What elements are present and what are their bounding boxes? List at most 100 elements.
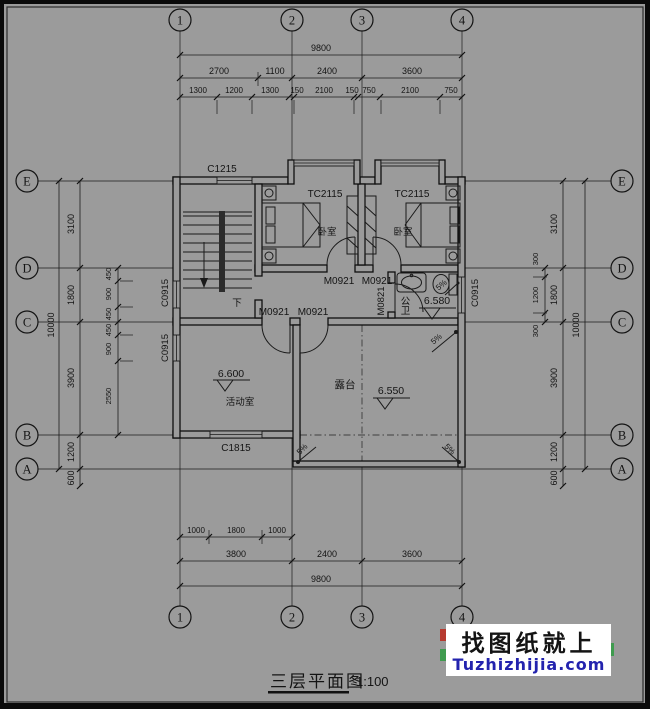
dim-top-detail: 1300 [189,86,207,95]
door-label-m0921-terrace: M0921 [298,307,329,318]
level-marks: 6.600 6.550 6.580 [213,295,456,410]
grid-row-c-left: C [23,316,31,330]
dim-top-detail: 2100 [315,86,333,95]
dim-top-detail: 2100 [401,86,419,95]
dim-bottom-span: 3600 [402,549,422,559]
dim-right-span: 600 [549,470,559,485]
room-label-terrace: 露台 [335,378,356,391]
dim-top-span: 2700 [209,66,229,76]
dim-right-detail: 300 [531,325,540,338]
window-label-tc2115-right: TC2115 [395,189,430,200]
terrace-centerlines [300,325,458,461]
window-label-c1215: C1215 [207,164,237,175]
grid-col-1-bottom: 1 [177,611,183,625]
grid-row-b-left: B [23,429,31,443]
grid-bubbles: 1 2 3 4 1 2 3 4 E D C B A E D C B A [15,8,634,629]
dim-left-span: 600 [66,470,76,485]
dim-bottom-overall: 9800 [311,574,331,584]
left-ticks [55,177,122,490]
title-block: 三层平面图 1:100 [268,672,389,694]
window-label-c0915-right: C0915 [470,279,481,307]
dim-top-detail: 1200 [225,86,243,95]
dim-top-detail: 150 [290,86,304,95]
grid-col-2-top: 2 [289,14,295,28]
watermark-green-sliver-right [610,643,614,656]
grid-row-d-left: D [22,262,31,276]
dim-left-detail: 450 [104,268,113,281]
watermark-text-url: Tuzhizhijia.com [453,655,606,674]
dim-right-overall: 10000 [571,312,581,337]
dim-top-span: 1100 [265,66,284,76]
level-terrace: 6.550 [378,385,404,397]
title-underline [268,691,349,694]
level-activity: 6.600 [218,368,244,380]
dim-left-span: 3900 [66,368,76,388]
dim-left-detail: 900 [104,343,113,356]
grid-col-1-top: 1 [177,14,183,28]
dim-left-detail: 2550 [104,388,113,405]
grid-col-4-top: 4 [459,14,466,28]
dim-left-span: 3100 [66,214,76,234]
door-label-m0921-bed1: M0921 [324,276,355,287]
dim-top-span: 3600 [402,66,422,76]
dim-right-span: 3900 [549,368,559,388]
top-ticks [176,51,466,101]
dim-bottom-detail: 1800 [227,526,245,535]
grid-row-a-right: A [617,463,626,477]
dim-bottom-span: 2400 [317,549,337,559]
window-label-c1815: C1815 [221,443,251,454]
grid-col-4-bottom: 4 [459,611,466,625]
room-label-bath: 公卫 [399,296,411,315]
staircase [183,211,252,292]
watermark-text-cn: 找图纸就上 [462,630,597,657]
windows [172,159,466,439]
window-label-c0915-left2: C0915 [160,334,171,362]
plan-labels: C1215 TC2115 TC2115 C0915 C0915 C0915 C1… [160,164,481,454]
door-label-m0821: M0821 [376,286,387,315]
dim-top-detail: 150 [345,86,359,95]
dim-left-span: 1200 [66,442,76,462]
dim-right-span: 1200 [549,442,559,462]
grid-col-3-top: 3 [359,14,365,28]
dim-top-overall: 9800 [311,43,331,53]
dim-right-detail: 1200 [531,287,540,304]
grid-row-d-right: D [617,262,626,276]
dim-right-span: 3100 [549,214,559,234]
dim-bottom-detail: 1000 [187,526,205,535]
dim-right-detail: 300 [531,253,540,266]
stair-down-label: 下 [232,298,242,309]
grid-col-3-bottom: 3 [359,611,365,625]
drawing-title: 三层平面图 [270,672,365,692]
room-label-activity: 活动室 [226,396,255,408]
dim-left-overall: 10000 [46,312,56,337]
room-label-bedroom2: 卧室 [393,226,412,238]
drawing-scale: 1:100 [356,674,389,689]
dim-top-detail: 750 [444,86,458,95]
dim-right-span: 1800 [549,285,559,305]
grid-row-e-right: E [618,175,626,189]
grid-row-a-left: A [22,463,31,477]
dim-left-detail: 900 [104,288,113,301]
watermark: 找图纸就上 Tuzhizhijia.com [440,624,614,676]
dim-top-detail: 1300 [261,86,279,95]
dim-bottom-detail: 1000 [268,526,286,535]
grid-row-c-right: C [618,316,626,330]
dim-left-detail: 450 [104,324,113,337]
dim-left-detail: 450 [104,308,113,321]
dim-bottom-span: 3800 [226,549,246,559]
grid-col-2-bottom: 2 [289,611,295,625]
watermark-red-sliver [440,629,446,641]
stair-down-arrow [200,278,208,288]
watermark-box [446,624,611,676]
door-label-m0921-activity: M0921 [259,307,290,318]
dim-left-span: 1800 [66,285,76,305]
slope-arrows: 5% 5% 5% 5% [295,278,461,464]
grid-row-e-left: E [23,175,31,189]
room-fills [180,166,458,461]
dim-top-span: 2400 [317,66,337,76]
level-bath: 6.580 [424,295,450,307]
dim-top-detail: 750 [362,86,376,95]
grid-row-b-right: B [618,429,626,443]
